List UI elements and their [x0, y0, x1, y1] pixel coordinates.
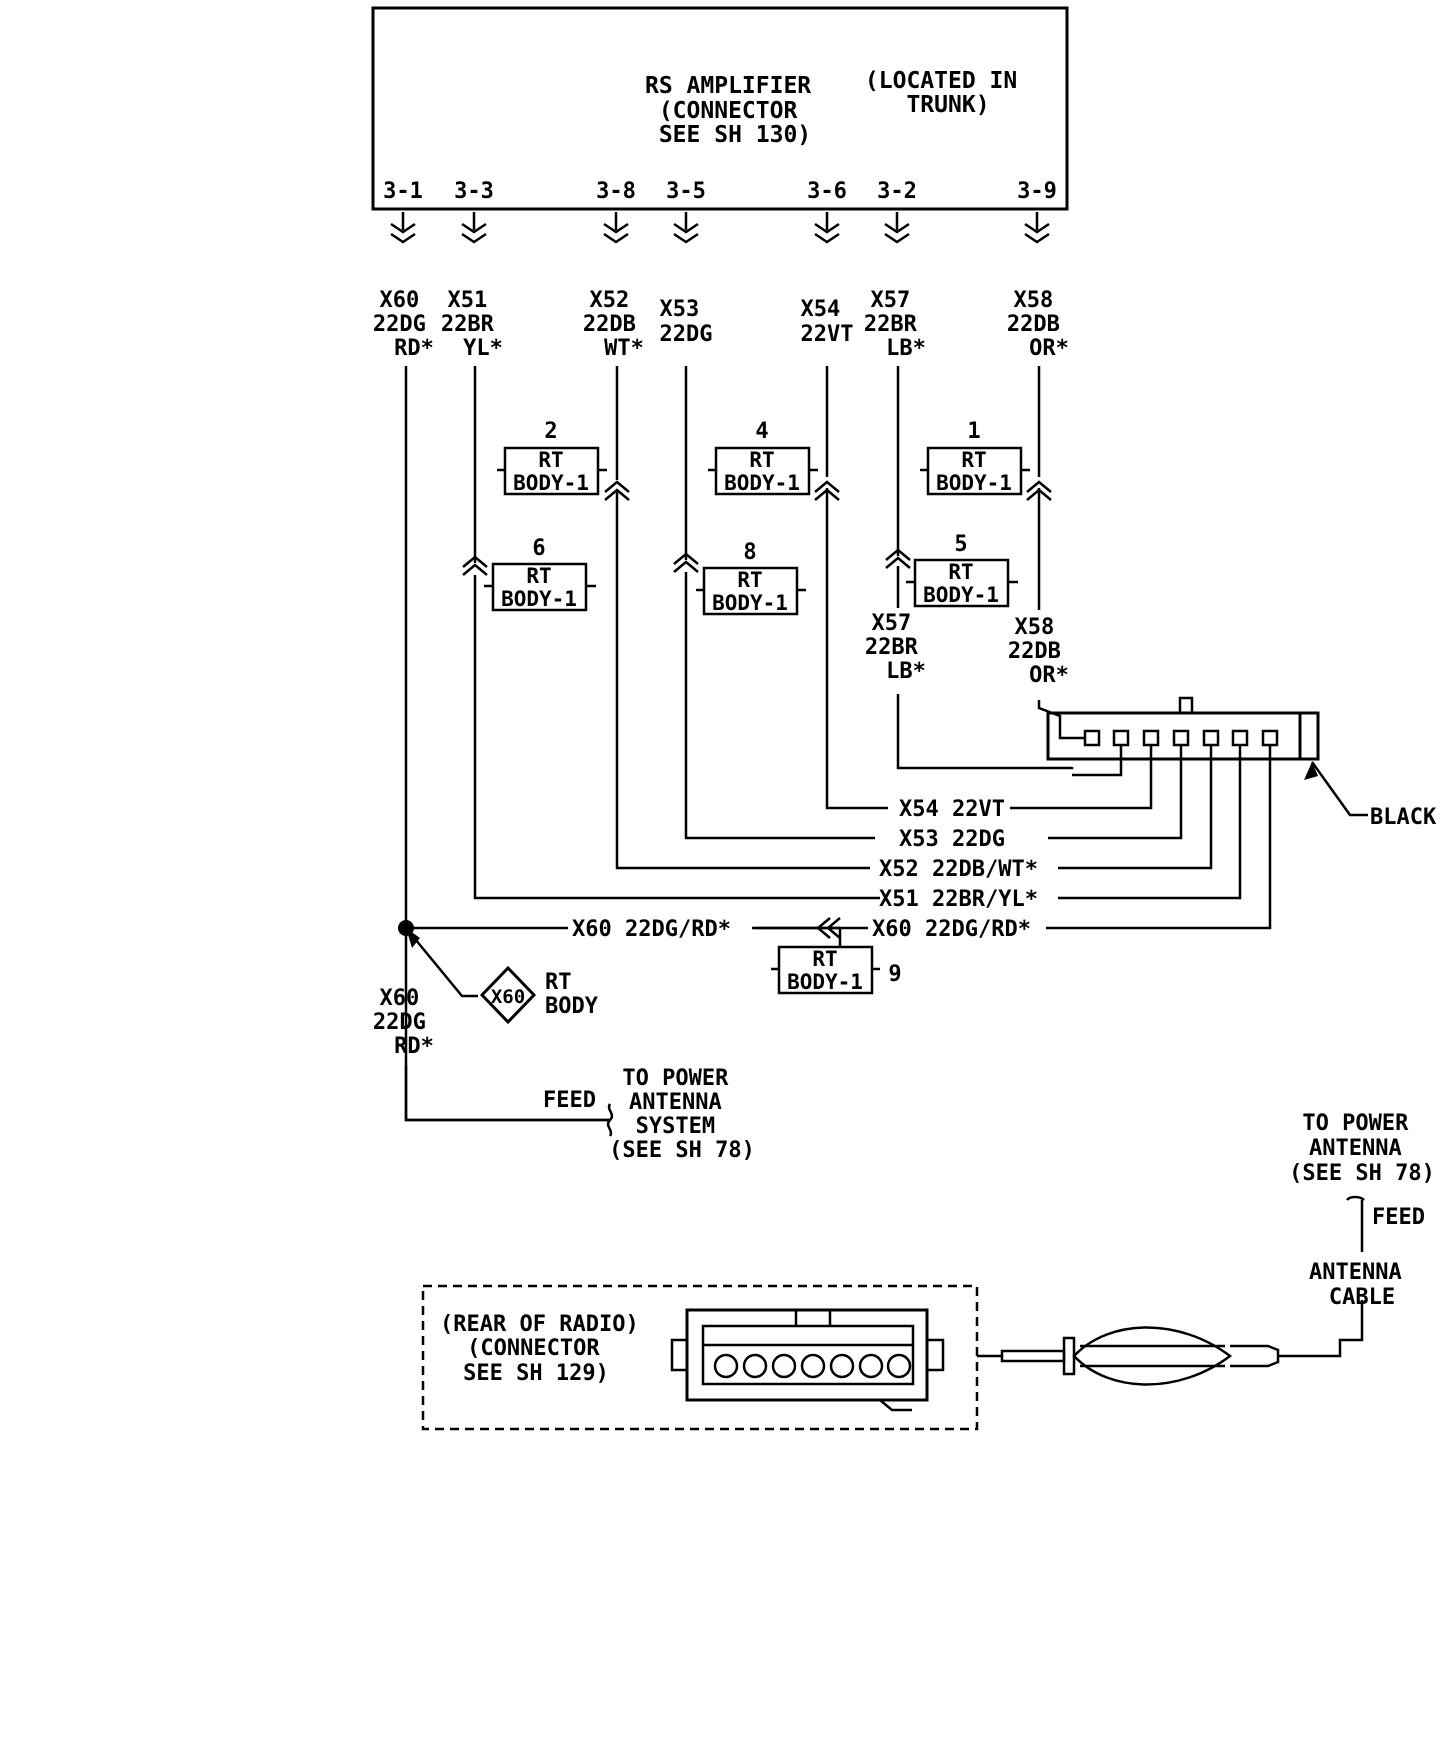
wire-label-x52: X52 22DB WT* — [583, 288, 649, 361]
splice-9: 9 RT BODY-1 — [771, 945, 902, 995]
svg-text:RT: RT — [749, 448, 774, 472]
svg-text:RT: RT — [961, 448, 986, 472]
svg-text:RT: RT — [812, 947, 837, 971]
svg-text:BODY: BODY — [545, 994, 599, 1019]
feed-break — [606, 1103, 614, 1137]
svg-text:RT: RT — [526, 564, 551, 588]
wire-label-x57: X57 22BR LB* — [864, 288, 930, 361]
wire-label-x54: X54 22VT — [801, 297, 854, 347]
harness-labels: X54 22VT X53 22DG X52 22DB/WT* X51 22BR/… — [872, 797, 1038, 942]
pin-label: 3-2 — [877, 179, 917, 204]
svg-text:BODY-1: BODY-1 — [513, 471, 589, 495]
svg-text:BODY-1: BODY-1 — [724, 471, 800, 495]
svg-text:2: 2 — [544, 419, 557, 444]
harness-label: X51 22BR/YL* — [879, 887, 1038, 912]
power-antenna-label: TO POWER ANTENNA (SEE SH 78) — [1289, 1111, 1435, 1186]
antenna-feed-label: FEED — [1372, 1205, 1425, 1230]
power-antenna-system-label: TO POWER ANTENNA SYSTEM (SEE SH 78) — [609, 1066, 755, 1163]
harness-label: X60 22DG/RD* — [872, 917, 1031, 942]
wire-label-x51: X51 22BR YL* — [441, 288, 507, 361]
splice-5: 5 RT BODY-1 — [906, 532, 1018, 608]
x60-left-label: X60 22DG/RD* — [572, 917, 731, 942]
harness-label: X53 22DG — [899, 827, 1005, 852]
antenna-plug — [977, 1300, 1364, 1386]
splices: 2 RT BODY-1 4 RT BODY-1 1 RT BODY-1 6 RT… — [484, 419, 1030, 995]
splice9-drop — [756, 926, 842, 947]
amplifier-location: (LOCATED IN TRUNK) — [865, 68, 1031, 118]
svg-text:BODY-1: BODY-1 — [501, 587, 577, 611]
svg-text:BODY-1: BODY-1 — [936, 471, 1012, 495]
svg-text:X60: X60 — [491, 986, 525, 1008]
pin-label: 3-6 — [807, 179, 847, 204]
feed-wire — [404, 1065, 610, 1122]
harness-label: X54 22VT — [899, 797, 1005, 822]
svg-text:BODY-1: BODY-1 — [923, 583, 999, 607]
svg-text:BODY-1: BODY-1 — [787, 970, 863, 994]
feed-wire-label: X60 22DG RD* — [373, 986, 439, 1059]
splice-chevrons — [462, 480, 1052, 576]
pin-label: 3-8 — [596, 179, 636, 204]
radio-dashed-box — [421, 1284, 979, 1431]
splice-8: 8 RT BODY-1 — [696, 540, 806, 616]
amplifier-box — [371, 6, 1069, 211]
wire-label-x60: X60 22DG RD* — [373, 288, 439, 361]
splice-4: 4 RT BODY-1 — [708, 419, 818, 496]
wire-label-x58-lower: X58 22DB OR* — [1008, 615, 1074, 688]
feed-label: FEED — [543, 1088, 596, 1113]
splice-1: 1 RT BODY-1 — [920, 419, 1030, 496]
svg-text:6: 6 — [532, 536, 545, 561]
harness-label: X52 22DB/WT* — [879, 857, 1038, 882]
pin-label: 3-9 — [1017, 179, 1057, 204]
svg-text:RT: RT — [538, 448, 563, 472]
svg-text:RT: RT — [545, 970, 572, 995]
connector-color-label: BLACK — [1370, 805, 1437, 830]
splice-6: 6 RT BODY-1 — [484, 536, 596, 612]
amplifier-title: RS AMPLIFIER (CONNECTOR SEE SH 130) — [645, 73, 825, 148]
antenna-feed-break — [1346, 1195, 1365, 1201]
svg-text:4: 4 — [755, 419, 768, 444]
pin-connector-marks — [390, 212, 1050, 244]
wire-labels: X60 22DG RD* X51 22BR YL* X52 22DB WT* X… — [373, 288, 1073, 361]
radio-label: (REAR OF RADIO) (CONNECTOR SEE SH 129) — [440, 1312, 652, 1386]
pin-label: 3-5 — [666, 179, 706, 204]
pin-label: 3-1 — [383, 179, 423, 204]
svg-text:1: 1 — [967, 419, 980, 444]
svg-text:8: 8 — [743, 540, 756, 565]
wire-label-x57-lower: X57 22BR LB* — [865, 611, 931, 684]
svg-text:RT: RT — [948, 560, 973, 584]
svg-text:5: 5 — [954, 532, 967, 557]
svg-text:9: 9 — [888, 962, 901, 987]
pin-label: 3-3 — [454, 179, 494, 204]
svg-text:RT: RT — [737, 568, 762, 592]
ground-x60: X60 RT BODY — [405, 927, 599, 1025]
wire-label-x53: X53 22DG — [660, 297, 713, 347]
splice-2: 2 RT BODY-1 — [497, 419, 607, 496]
radio-connector — [670, 1308, 945, 1412]
black-connector: BLACK — [1010, 696, 1437, 930]
amplifier-pins: 3-1 3-3 3-8 3-5 3-6 3-2 3-9 — [383, 179, 1057, 204]
wire-label-x58: X58 22DB OR* — [1007, 288, 1073, 361]
svg-text:BODY-1: BODY-1 — [712, 591, 788, 615]
x60-chevron — [816, 917, 841, 939]
